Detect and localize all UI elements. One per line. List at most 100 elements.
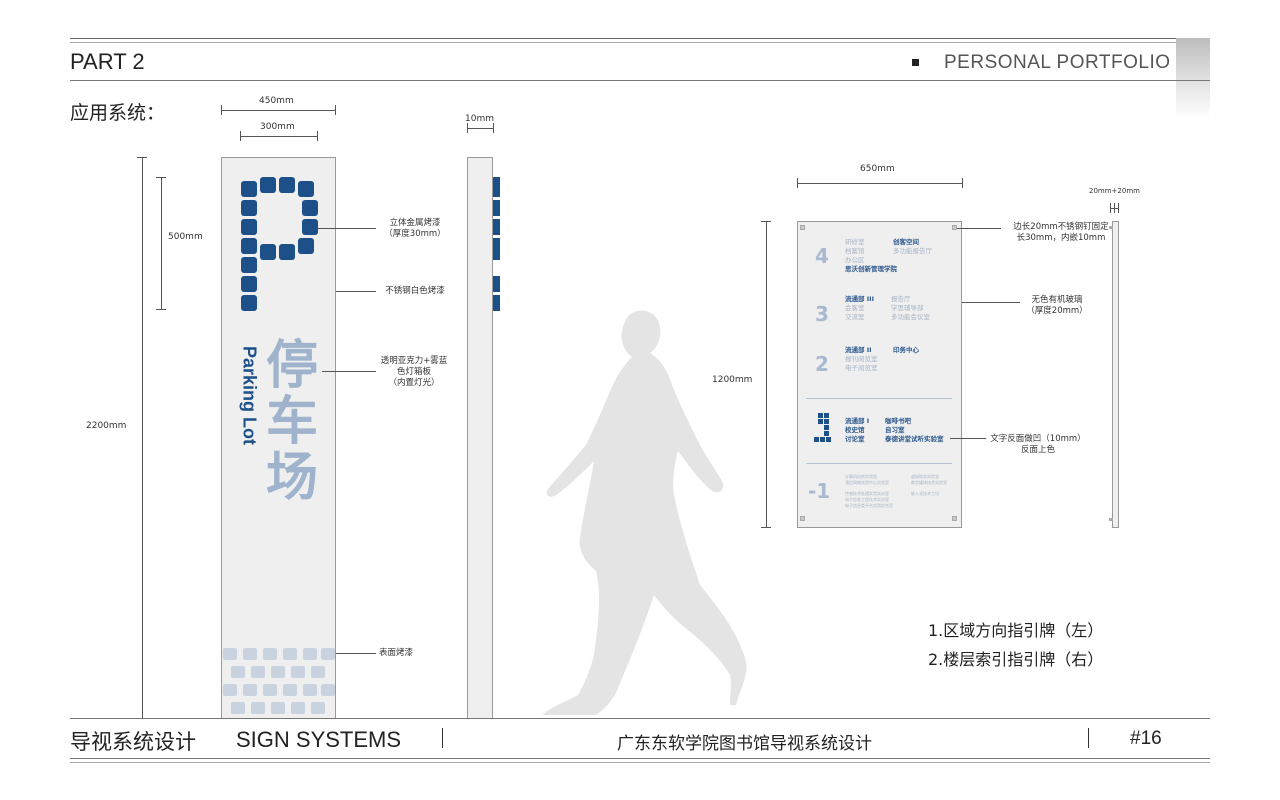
footer-divider bbox=[442, 728, 443, 748]
legend-item-1: 1.区域方向指引牌（左） bbox=[928, 621, 1104, 640]
dim-500-label: 500mm bbox=[168, 232, 203, 242]
dim-tick bbox=[137, 157, 147, 158]
footer-top-rule bbox=[70, 718, 1210, 719]
note-text: 文字反面做凹（10mm） 反面上色 bbox=[988, 434, 1088, 456]
header-bottom-rule bbox=[70, 80, 1210, 81]
floor-1-room: 泰德讲堂试听实验室 bbox=[885, 435, 944, 443]
floor-3-room: 多功能会议室 bbox=[891, 313, 930, 321]
tile bbox=[251, 702, 265, 714]
leader-text bbox=[950, 438, 986, 439]
dim-tick bbox=[156, 177, 166, 178]
side-bolt-icon bbox=[1109, 518, 1113, 521]
tile bbox=[283, 648, 297, 660]
num-dot bbox=[824, 413, 829, 418]
floor-2-room: 电子阅览室 bbox=[845, 364, 878, 372]
num-dot bbox=[824, 419, 829, 424]
tile bbox=[271, 702, 285, 714]
tile bbox=[303, 648, 317, 660]
directory-panel bbox=[797, 221, 962, 528]
dim-500-line bbox=[161, 177, 162, 309]
tile bbox=[223, 648, 237, 660]
floor-3-room: 流通部 III bbox=[845, 295, 875, 303]
note-metal-line2: （厚度30mm） bbox=[384, 229, 446, 239]
note-metal-line1: 立体金属烤漆 bbox=[389, 218, 441, 228]
dim-650-label: 650mm bbox=[860, 164, 895, 174]
p-dot bbox=[241, 295, 257, 311]
floor-3-room: 会客室 bbox=[845, 304, 865, 312]
side-dot bbox=[493, 295, 500, 311]
num-dot bbox=[824, 425, 829, 430]
p-dot bbox=[302, 219, 318, 235]
leader-steel bbox=[336, 291, 376, 292]
dim-2200-line bbox=[142, 157, 143, 718]
dim-300-line bbox=[240, 136, 317, 137]
num-dot bbox=[814, 437, 819, 442]
note-bolt: 边长20mm不锈钢钉固定 长30mm，内嵌10mm bbox=[1002, 222, 1120, 244]
p-dot bbox=[241, 219, 257, 235]
section-title: 应用系统： bbox=[70, 102, 166, 124]
floor-3-room: 学思辅导部 bbox=[891, 304, 924, 312]
floor-b1-room: 数字媒体技术实验室 bbox=[911, 480, 947, 485]
dim-10-line bbox=[467, 128, 493, 129]
header-top-rule-2 bbox=[70, 42, 1210, 43]
header-corner-gradient bbox=[1176, 38, 1210, 118]
floor-4-room: 创客空间 bbox=[893, 238, 919, 246]
note-acrylic: 透明亚克力+雾蓝 色灯箱板 （内置灯光） bbox=[378, 356, 450, 389]
floor-2-room: 印务中心 bbox=[893, 346, 919, 354]
note-acrylic-line2: 色灯箱板 bbox=[396, 367, 431, 377]
floor-4-number: 4 bbox=[815, 244, 829, 268]
floor-2-room: 流通部 II bbox=[845, 346, 872, 354]
tile bbox=[231, 702, 245, 714]
bolt-icon bbox=[952, 516, 957, 521]
tile bbox=[303, 684, 317, 696]
floor-1-room: 自习室 bbox=[885, 426, 905, 434]
part-label: PART 2 bbox=[70, 49, 145, 74]
floor-3-room: 报告厅 bbox=[891, 295, 911, 303]
directory-separator bbox=[806, 463, 952, 464]
dim-tick bbox=[467, 123, 468, 133]
side-dot bbox=[493, 238, 500, 260]
floor-1-room: 咖啡书吧 bbox=[885, 417, 911, 425]
portfolio-bullet bbox=[912, 59, 919, 66]
floor-b1-room: 虚拟现实实验室 bbox=[911, 474, 939, 479]
floor-b1-room: 电子信息类平台实验综合室 bbox=[845, 503, 893, 508]
footer-bottom-rule-2 bbox=[70, 762, 1210, 763]
bolt-icon bbox=[800, 225, 805, 230]
footer-bottom-rule bbox=[70, 758, 1210, 759]
floor-b1-room: 嵌入式技术工坊 bbox=[911, 491, 939, 496]
num-dot bbox=[820, 437, 825, 442]
leader-acrylic bbox=[322, 371, 376, 372]
leader-bolt bbox=[957, 228, 1001, 229]
floor-2-room: 报刊阅览室 bbox=[845, 355, 878, 363]
side-dot bbox=[493, 177, 500, 197]
tile bbox=[291, 702, 305, 714]
floor-4-room: 档案馆 bbox=[845, 247, 865, 255]
note-text-line1: 文字反面做凹（10mm） bbox=[990, 434, 1086, 444]
p-dot bbox=[298, 238, 314, 254]
page-number: #16 bbox=[1130, 728, 1162, 749]
floor-b1-room: 电子信息工程技术实训室 bbox=[845, 497, 889, 502]
dim-300-label: 300mm bbox=[260, 122, 295, 132]
p-dot bbox=[260, 244, 276, 260]
p-dot bbox=[298, 181, 314, 197]
footer-title-cn: 导视系统设计 bbox=[70, 730, 196, 754]
directory-side-profile bbox=[1112, 221, 1119, 528]
num-dot bbox=[824, 431, 829, 436]
parking-sign-panel bbox=[221, 157, 336, 719]
p-dot bbox=[279, 177, 295, 193]
header-top-rule bbox=[70, 38, 1210, 39]
floor-4-room: 思沃创新管理学院 bbox=[845, 265, 897, 273]
floor-b1-number: -1 bbox=[808, 479, 831, 503]
tile bbox=[263, 684, 277, 696]
dim-tick bbox=[156, 309, 166, 310]
tile bbox=[321, 648, 335, 660]
note-glass-line2: （厚度20mm） bbox=[1026, 306, 1088, 316]
tile bbox=[263, 648, 277, 660]
side-dot bbox=[493, 276, 500, 292]
floor-b1-room: 计算机机房实验室 bbox=[845, 474, 877, 479]
note-acrylic-line1: 透明亚克力+雾蓝 bbox=[380, 356, 448, 366]
side-dot bbox=[493, 200, 500, 216]
dim-tick bbox=[335, 105, 336, 115]
tile bbox=[311, 702, 325, 714]
tile bbox=[231, 666, 245, 678]
